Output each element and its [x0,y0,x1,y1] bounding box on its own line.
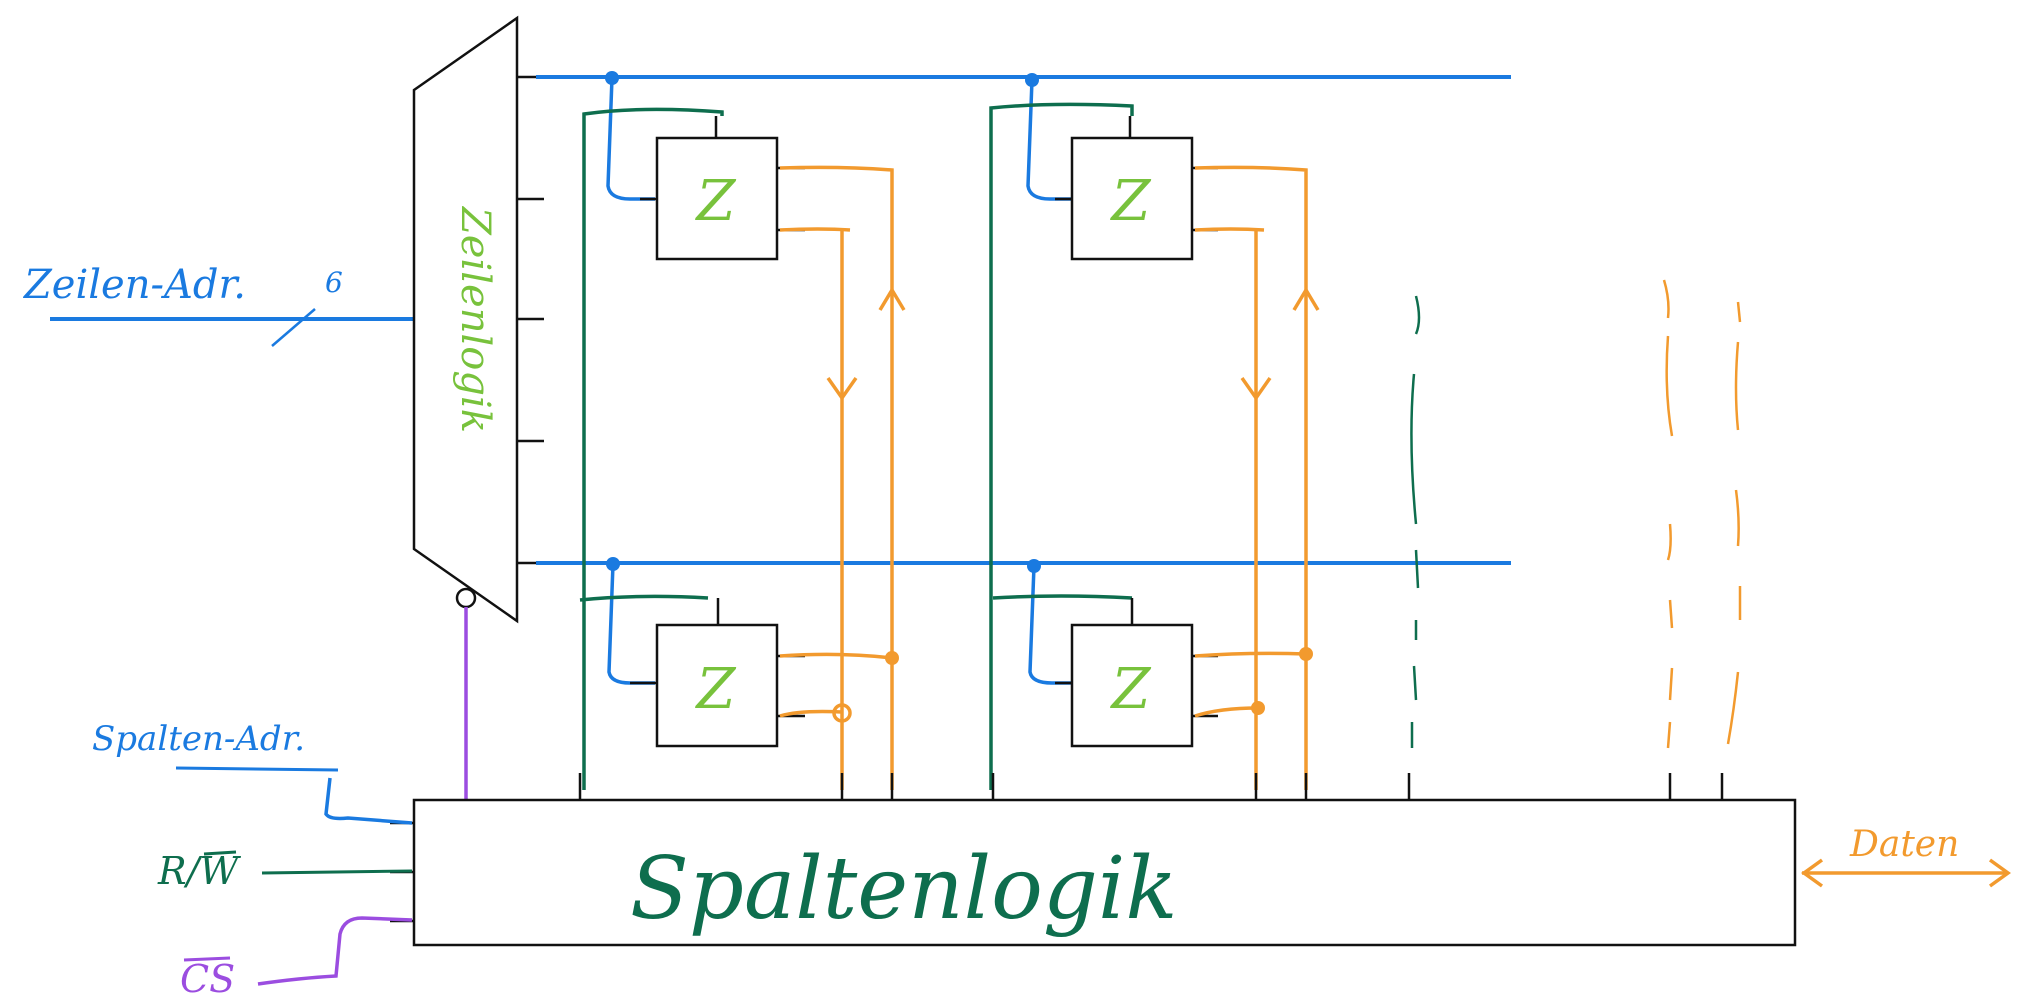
chip-select-overbar [183,956,231,962]
row-logic-label: Zeilenlogik [452,205,498,433]
row-decoder [412,15,519,624]
row-bus-slash [271,308,316,347]
memory-cell-top-left: Z [582,71,894,790]
write-overbar [203,850,237,856]
data-label: Daten [1849,824,1959,865]
memory-cell-bottom-right: Z [992,559,1313,748]
cell-label: Z [1110,169,1152,234]
dashed-column-line-orange-1 [1662,279,1674,749]
column-address-underline [175,766,339,772]
read-write-line [261,869,413,875]
arrow-up-icon [1292,286,1320,311]
arrow-down-icon [826,376,858,402]
arrow-up-icon [878,286,906,311]
bit-lines-right [1240,230,1320,790]
row-bus-width-label: 6 [325,266,343,299]
row-address-label: Zeilen-Adr. [22,262,246,308]
cell-label: Z [1110,657,1152,722]
decoder-enable-bubble [455,587,477,609]
cell-label: Z [695,657,737,722]
memory-cell-top-right: Z [989,73,1308,790]
cell-label: Z [695,169,737,234]
arrow-down-icon [1240,376,1272,402]
column-logic-label: Spaltenlogik [630,839,1178,939]
chip-select-label: CS [180,957,235,1000]
dashed-column-line-orange-2 [1726,301,1742,745]
column-address-line [324,777,413,825]
dashed-column-line-green [1410,295,1421,748]
arrow-right-icon [1988,858,2011,888]
bit-lines-left [826,230,906,790]
arrow-left-icon [1801,858,1824,888]
chip-select-line [257,916,413,986]
decoder-output-stubs [517,75,544,565]
column-logic-stubs [464,773,1724,800]
read-write-label: R/W [157,849,241,893]
memory-cell-bottom-left: Z [579,557,899,748]
column-address-label: Spalten-Adr. [92,719,305,759]
